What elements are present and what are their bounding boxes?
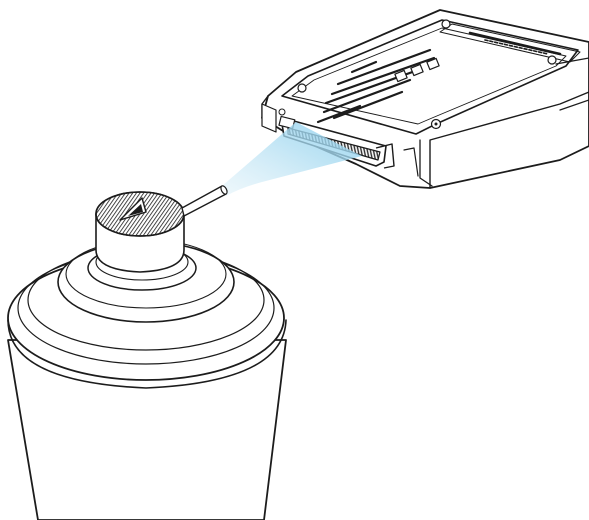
nozzle-icon xyxy=(95,185,228,273)
spray-cone xyxy=(222,122,362,196)
spray-can-icon xyxy=(7,239,287,520)
